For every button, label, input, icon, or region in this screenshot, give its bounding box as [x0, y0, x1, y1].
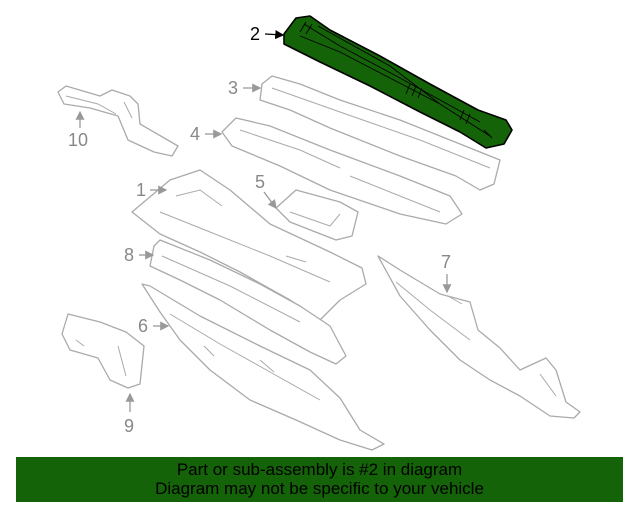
- callout-9[interactable]: 9: [124, 392, 135, 436]
- callout-label: 3: [228, 78, 238, 98]
- callout-8[interactable]: 8: [124, 245, 155, 265]
- callout-label: 6: [138, 316, 148, 336]
- callout-4[interactable]: 4: [190, 124, 223, 144]
- callout-label: 1: [136, 180, 146, 200]
- banner-part-note: Part or sub-assembly is #2 in diagram: [176, 460, 463, 479]
- part-4[interactable]: [221, 117, 463, 225]
- callout-5[interactable]: 5: [255, 172, 277, 210]
- callout-label: 2: [250, 24, 260, 44]
- part-2-cowl-panel[interactable]: [283, 15, 513, 149]
- part-7[interactable]: [377, 255, 581, 419]
- callout-label: 7: [441, 252, 451, 272]
- callout-label: 10: [68, 130, 88, 150]
- part-5[interactable]: [275, 189, 359, 241]
- callout-7[interactable]: 7: [441, 252, 452, 294]
- banner-disclaimer: Diagram may not be specific to your vehi…: [155, 479, 484, 498]
- part-1[interactable]: [131, 169, 367, 321]
- callout-label: 9: [124, 416, 134, 436]
- part-8[interactable]: [149, 239, 347, 365]
- callout-10[interactable]: 10: [68, 110, 88, 150]
- info-banner: Part or sub-assembly is #2 in diagram Di…: [16, 457, 623, 502]
- callout-1[interactable]: 1: [136, 180, 168, 200]
- part-10[interactable]: [57, 85, 179, 157]
- callout-6[interactable]: 6: [138, 316, 170, 336]
- part-9[interactable]: [61, 313, 145, 389]
- callout-label: 8: [124, 245, 134, 265]
- callout-label: 5: [255, 172, 265, 192]
- callout-label: 4: [190, 124, 200, 144]
- callout-3[interactable]: 3: [228, 78, 262, 98]
- callout-2[interactable]: 2: [250, 24, 285, 44]
- part-6[interactable]: [141, 283, 385, 451]
- part-3[interactable]: [259, 75, 501, 191]
